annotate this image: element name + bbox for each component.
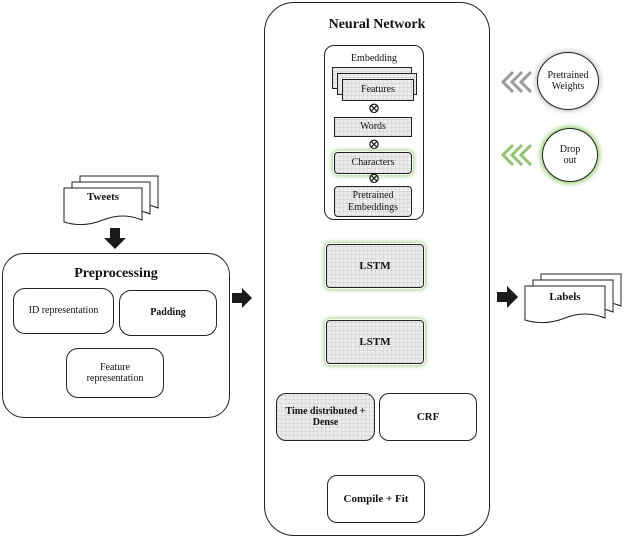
compile-fit-box: Compile + Fit bbox=[327, 475, 425, 523]
time-distributed-dense-box: Time distributed + Dense bbox=[276, 393, 375, 441]
pretrained-embeddings-box: Pretrained Embeddings bbox=[334, 186, 412, 217]
lstm-box-2: LSTM bbox=[326, 320, 424, 364]
words-box: Words bbox=[334, 117, 412, 137]
arrow-network-to-labels bbox=[497, 286, 518, 308]
pretrained-weights-circle: Pretrained Weights bbox=[537, 52, 599, 110]
id-representation-box: ID representation bbox=[13, 288, 114, 334]
tweets-label: Tweets bbox=[86, 190, 120, 203]
chevron-weights-icon bbox=[500, 70, 533, 94]
crf-box: CRF bbox=[379, 393, 477, 441]
preprocessing-container: Preprocessing ID representation Padding … bbox=[2, 253, 230, 418]
combine-symbol-3: ⊗ bbox=[367, 171, 381, 187]
characters-box: Characters bbox=[334, 152, 412, 174]
chevron-dropout-icon bbox=[500, 143, 533, 167]
feature-representation-box: Feature representation bbox=[66, 348, 164, 398]
neural-network-title: Neural Network bbox=[328, 17, 426, 32]
combine-symbol-2: ⊗ bbox=[367, 137, 381, 153]
padding-box: Padding bbox=[119, 290, 217, 336]
lstm-box-1: LSTM bbox=[326, 244, 424, 288]
combine-symbol-1: ⊗ bbox=[367, 101, 381, 117]
features-box: Features bbox=[342, 79, 414, 101]
labels-document-stack bbox=[524, 273, 622, 324]
labels-label: Labels bbox=[549, 290, 581, 303]
arrow-preprocessing-to-network bbox=[232, 288, 252, 308]
arrow-tweets-to-preprocessing bbox=[104, 228, 126, 249]
embedding-title: Embedding bbox=[350, 53, 398, 64]
dropout-circle: Drop out bbox=[542, 128, 598, 182]
tweets-document-stack bbox=[63, 175, 159, 226]
preprocessing-title: Preprocessing bbox=[74, 266, 158, 281]
